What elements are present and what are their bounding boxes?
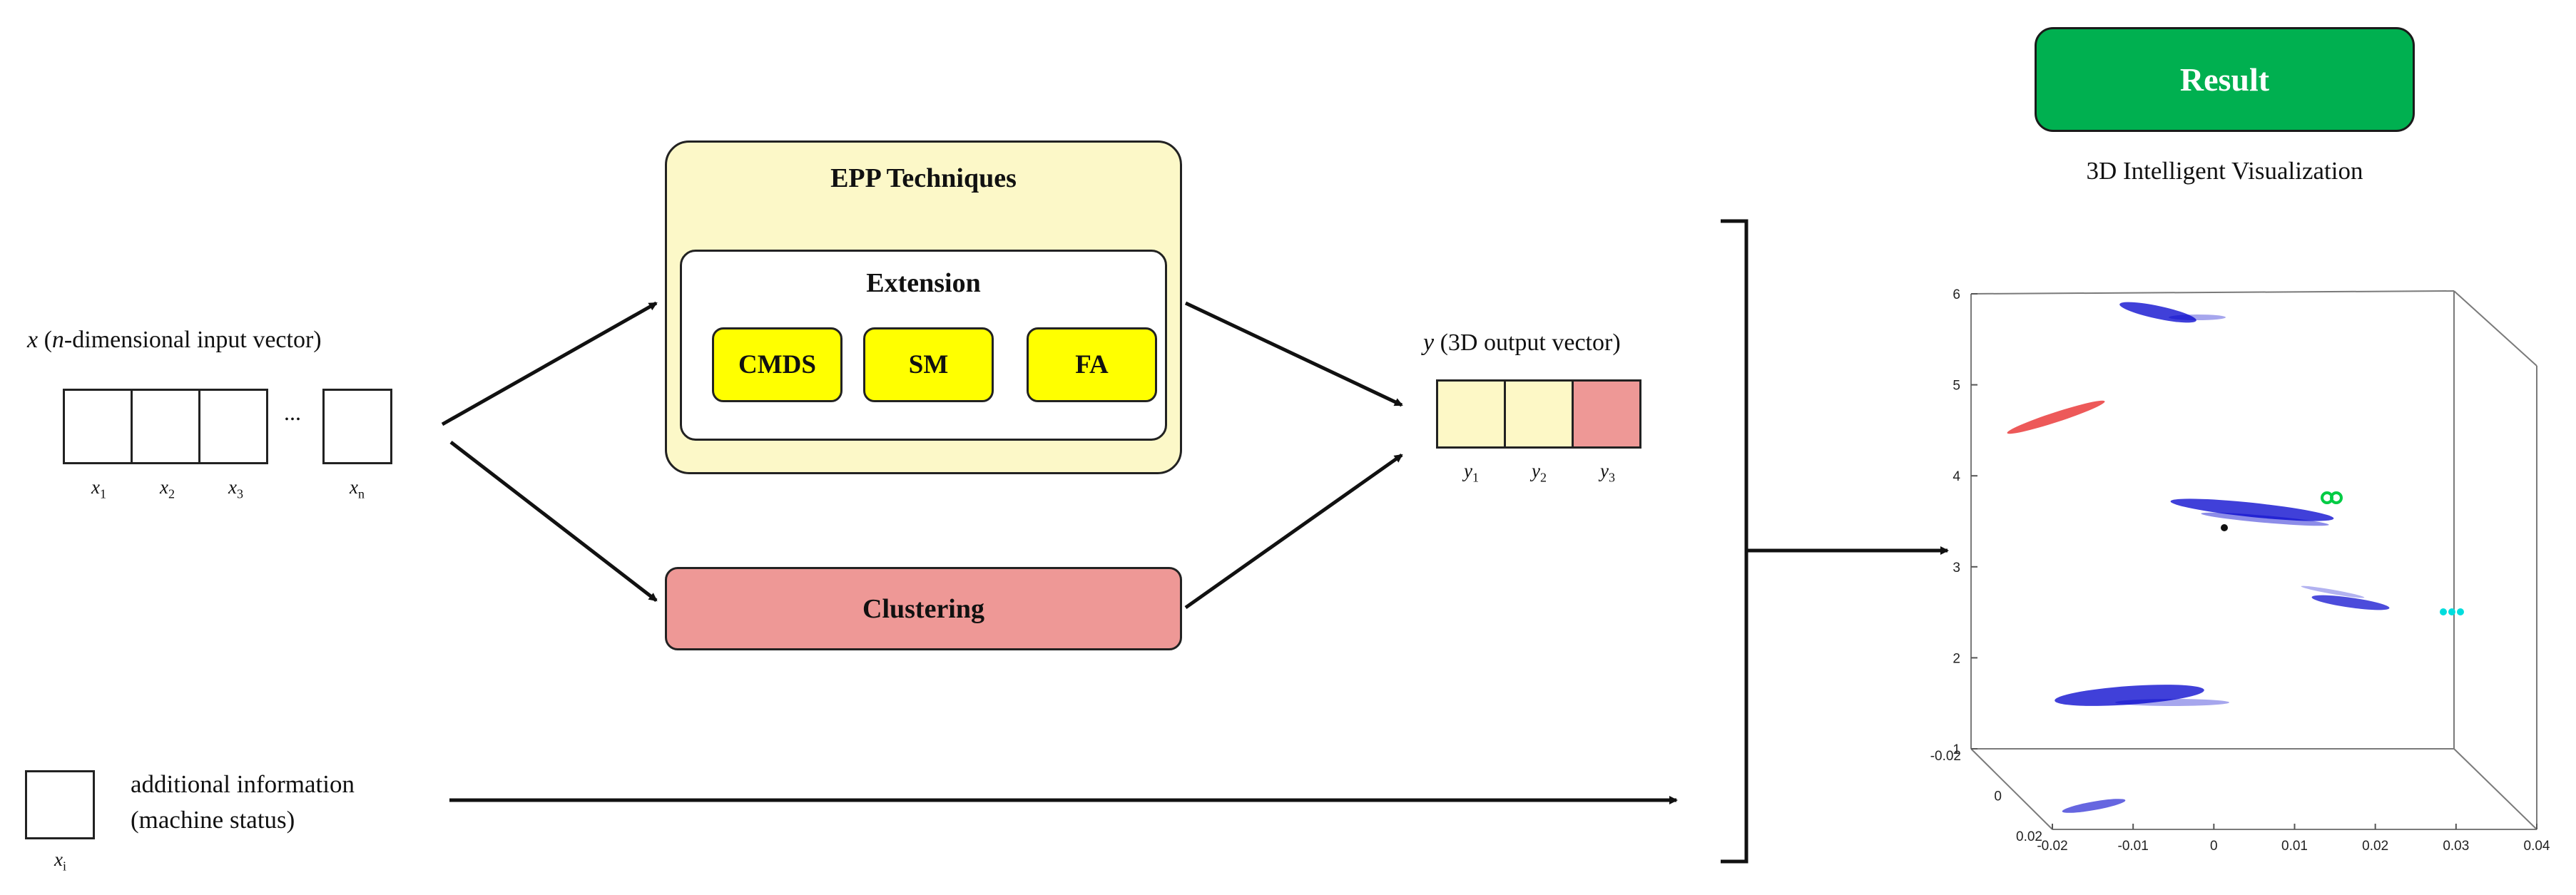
x-tick-label: 0.01 <box>2281 839 2308 854</box>
cluster-blue-right-tail <box>2301 585 2365 598</box>
input-cell-n <box>322 389 392 464</box>
cluster-cyan <box>2440 608 2447 615</box>
arrow-input-to-clustering <box>449 441 658 602</box>
input-ellipsis: ... <box>284 399 301 425</box>
clustering-box: Clustering <box>665 567 1182 650</box>
x-tick-label: 0.04 <box>2524 839 2550 854</box>
output-cell-2 <box>1504 379 1574 449</box>
x-axis-ticks: -0.02 -0.01 0 0.01 0.02 0.03 0.04 <box>2037 824 2550 854</box>
input-cell-2 <box>131 389 200 464</box>
plot-edge-bottom-left <box>1970 748 2053 830</box>
input-vector-title: x (n-dimensional input vector) <box>27 327 322 354</box>
cluster-blue-bottom <box>2055 685 2204 706</box>
output-vector-title: y (3D output vector) <box>1423 329 1621 357</box>
input-open-paren: ( <box>44 327 52 353</box>
arrow-epp-to-output <box>1184 301 1403 407</box>
cluster-red <box>2007 400 2105 434</box>
cluster-blue-mid-tail <box>2201 512 2329 526</box>
arrow-clustering-to-output <box>1184 453 1403 610</box>
z-tick-label: 3 <box>1953 561 1960 576</box>
result-3d-plot <box>1970 290 2537 830</box>
output-label-3: y3 <box>1600 460 1615 485</box>
extension-box: Extension CMDS SM FA <box>680 250 1167 441</box>
result-box: Result <box>2035 27 2415 132</box>
output-var: y <box>1423 329 1435 356</box>
x-tick-label: 0.02 <box>2362 839 2388 854</box>
cluster-blue-top <box>2119 302 2196 323</box>
input-var: x <box>27 327 39 353</box>
z-tick-label: 2 <box>1953 651 1960 666</box>
input-cell-3 <box>198 389 268 464</box>
input-n: n <box>51 327 64 353</box>
arrow-input-to-epp <box>441 301 658 426</box>
plot-edge-bottom-right <box>2453 748 2537 830</box>
cluster-blue-mid <box>2170 498 2334 521</box>
input-title-rest: -dimensional input vector) <box>63 327 322 353</box>
x-tick-label: -0.02 <box>2037 839 2067 854</box>
z-tick-label: 5 <box>1953 379 1960 394</box>
scatter-clusters <box>2007 302 2464 813</box>
x-tick-label: -0.01 <box>2118 839 2149 854</box>
output-title-rest: (3D output vector) <box>1440 329 1621 356</box>
y-tick-label: -0.02 <box>1930 749 1961 764</box>
additional-info-label: xi <box>54 849 66 874</box>
z-tick-label: 6 <box>1953 287 1960 302</box>
merge-bracket <box>1721 219 1748 864</box>
extension-title: Extension <box>866 268 981 298</box>
method-sm: SM <box>863 327 994 402</box>
input-label-1: x1 <box>91 476 106 501</box>
output-cell-3 <box>1572 379 1641 449</box>
additional-info-line2: (machine status) <box>131 806 295 834</box>
result-subtitle: 3D Intelligent Visualization <box>2086 157 2363 185</box>
additional-info-line1: additional information <box>131 770 355 798</box>
plot-edge-back-top <box>1970 290 2455 295</box>
method-cmds: CMDS <box>712 327 842 402</box>
cluster-blue-top-tail <box>2169 314 2226 320</box>
cluster-blue-bottom-tail <box>2115 699 2229 706</box>
epp-techniques-box: EPP Techniques Extension CMDS SM FA <box>665 140 1182 474</box>
input-label-n: xn <box>350 476 365 501</box>
cluster-blue-right <box>2311 595 2390 610</box>
x-tick-label: 0.03 <box>2443 839 2469 854</box>
cluster-black <box>2221 524 2228 531</box>
output-label-2: y2 <box>1532 460 1547 485</box>
z-tick-label: 1 <box>1953 742 1960 757</box>
method-fa: FA <box>1027 327 1157 402</box>
z-tick-label: 4 <box>1953 469 1960 484</box>
plot-edge-top-right <box>2453 290 2537 367</box>
x-tick-label: 0 <box>2210 839 2218 854</box>
y-tick-label: 0.02 <box>2016 829 2042 844</box>
z-axis-ticks: 1 2 3 4 5 6 <box>1953 287 1977 757</box>
output-label-1: y1 <box>1464 460 1479 485</box>
epp-title: EPP Techniques <box>830 163 1017 193</box>
cluster-blue-floor <box>2062 799 2126 813</box>
cluster-cyan-3 <box>2457 608 2464 615</box>
input-label-2: x2 <box>160 476 175 501</box>
additional-info-cell <box>25 770 95 839</box>
y-axis-ticks: -0.02 0 0.02 <box>1930 749 2042 844</box>
cluster-green-2 <box>2330 491 2343 504</box>
y-tick-label: 0 <box>1994 789 2002 804</box>
input-label-3: x3 <box>228 476 243 501</box>
cluster-cyan-2 <box>2448 608 2455 615</box>
